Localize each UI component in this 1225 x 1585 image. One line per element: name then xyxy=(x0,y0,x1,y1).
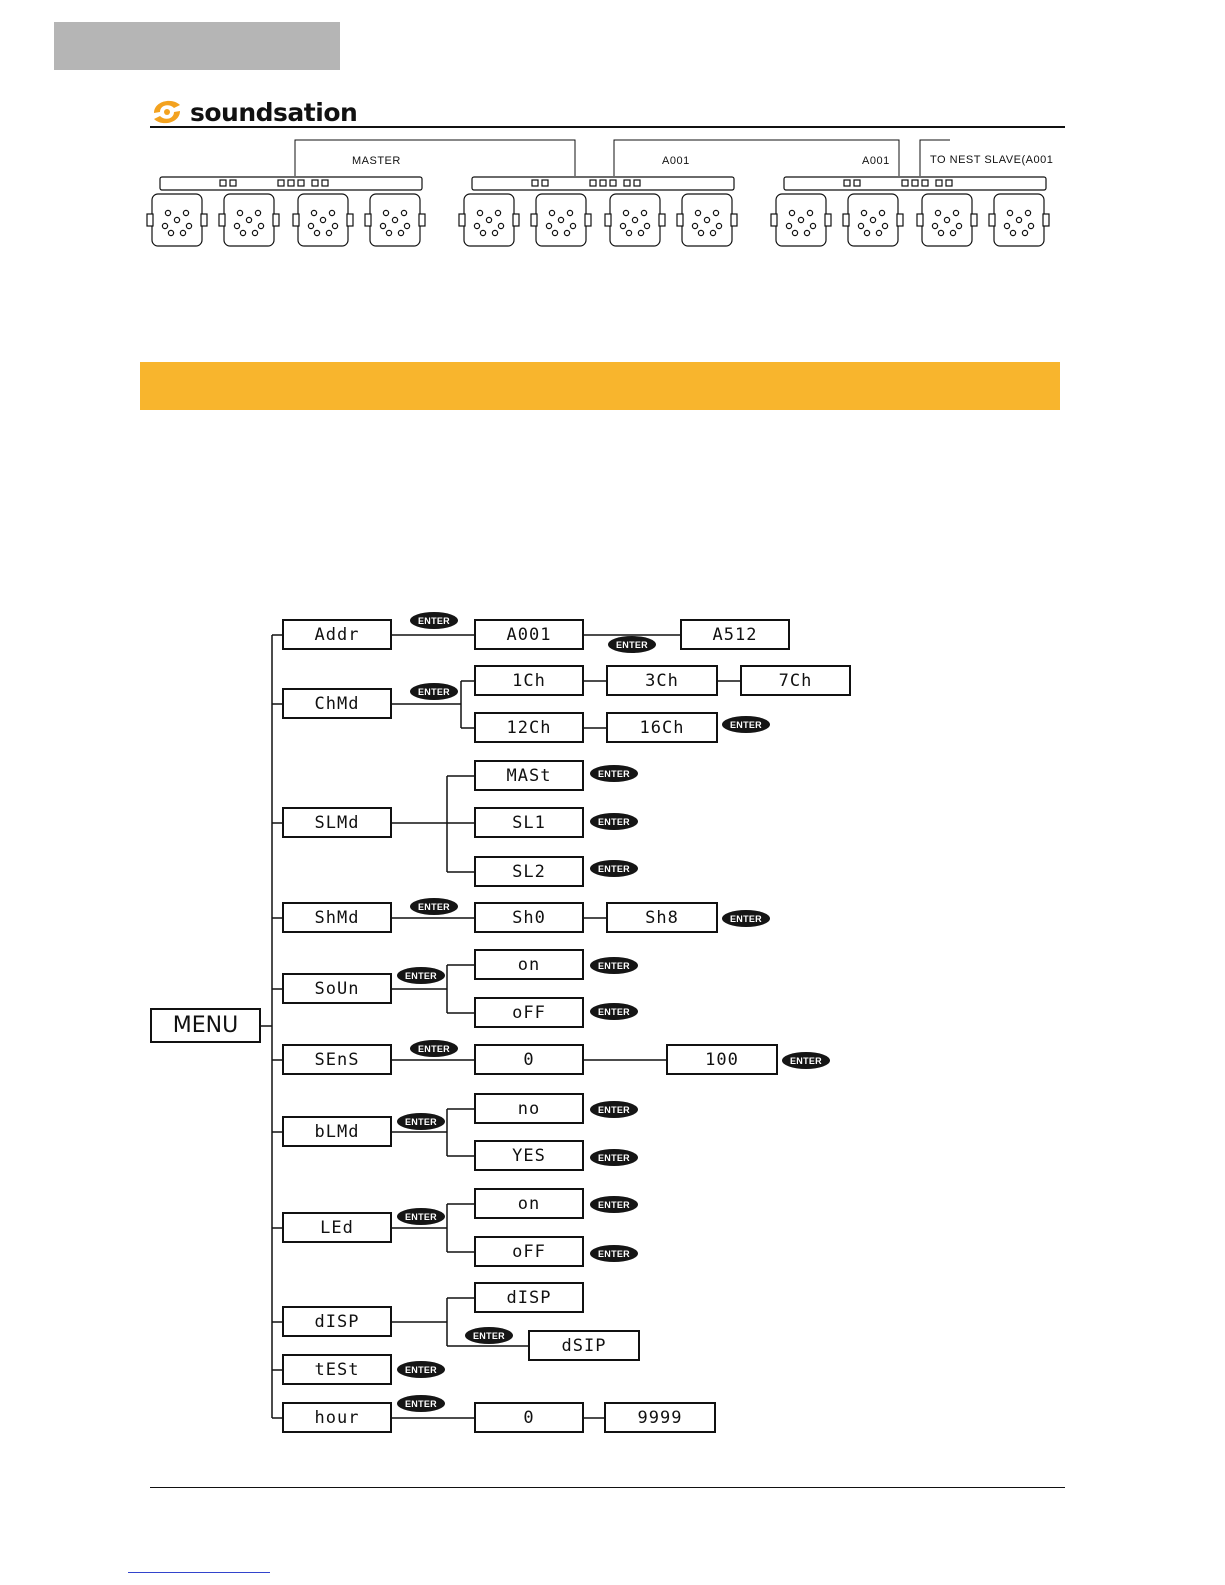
enter-badge: ENTER xyxy=(722,910,770,927)
option-chmd-7ch: 7Ch xyxy=(740,665,851,696)
option-sens-min: 0 xyxy=(474,1044,584,1075)
header-rule xyxy=(150,126,1065,128)
option-slmd-sl1: SL1 xyxy=(474,807,584,838)
dmx-wiring-diagram xyxy=(146,139,1050,247)
enter-badge: ENTER xyxy=(410,898,458,915)
option-led-on: on xyxy=(474,1188,584,1219)
section-bar xyxy=(140,362,1060,410)
menu-shmd: ShMd xyxy=(282,902,392,933)
option-shmd-start: Sh0 xyxy=(474,902,584,933)
menu-slmd: SLMd xyxy=(282,807,392,838)
enter-badge: ENTER xyxy=(722,716,770,733)
brand-logo: soundsation xyxy=(148,92,358,132)
slave1-label: A001 xyxy=(662,155,690,167)
option-disp-flipped: dSIP xyxy=(528,1330,640,1361)
enter-badge: ENTER xyxy=(590,765,638,782)
option-chmd-1ch: 1Ch xyxy=(474,665,584,696)
enter-badge: ENTER xyxy=(590,1149,638,1166)
option-sens-max: 100 xyxy=(666,1044,778,1075)
option-slmd-master: MASt xyxy=(474,760,584,791)
option-soun-on: on xyxy=(474,949,584,980)
menu-blmd: bLMd xyxy=(282,1116,392,1147)
option-blmd-yes: YES xyxy=(474,1140,584,1171)
option-hour-end: 9999 xyxy=(604,1402,716,1433)
option-blmd-no: no xyxy=(474,1093,584,1124)
option-soun-off: oFF xyxy=(474,997,584,1028)
enter-badge: ENTER xyxy=(410,683,458,700)
enter-badge: ENTER xyxy=(590,1196,638,1213)
menu-led: LEd xyxy=(282,1212,392,1243)
enter-badge: ENTER xyxy=(465,1327,513,1344)
enter-badge: ENTER xyxy=(590,1245,638,1262)
menu-soun: SoUn xyxy=(282,973,392,1004)
enter-badge: ENTER xyxy=(397,1395,445,1412)
menu-test: tESt xyxy=(282,1354,392,1385)
footer-rule xyxy=(150,1487,1065,1488)
menu-addr: Addr xyxy=(282,619,392,650)
option-shmd-end: Sh8 xyxy=(606,902,718,933)
master-label: MASTER xyxy=(352,155,401,167)
footer-link-underline xyxy=(128,1572,270,1573)
menu-root: MENU xyxy=(150,1008,261,1043)
enter-badge: ENTER xyxy=(397,967,445,984)
slave2-label: A001 xyxy=(862,155,890,167)
enter-badge: ENTER xyxy=(590,860,638,877)
option-chmd-16ch: 16Ch xyxy=(606,712,718,743)
enter-badge: ENTER xyxy=(590,813,638,830)
option-chmd-12ch: 12Ch xyxy=(474,712,584,743)
menu-disp: dISP xyxy=(282,1306,392,1337)
header-tab xyxy=(54,22,340,70)
enter-badge: ENTER xyxy=(590,957,638,974)
menu-chmd: ChMd xyxy=(282,688,392,719)
option-addr-end: A512 xyxy=(680,619,790,650)
option-disp-normal: dISP xyxy=(474,1282,584,1313)
option-hour-start: 0 xyxy=(474,1402,584,1433)
menu-sens: SEnS xyxy=(282,1044,392,1075)
brand-name: soundsation xyxy=(190,97,358,127)
option-slmd-sl2: SL2 xyxy=(474,856,584,887)
option-chmd-3ch: 3Ch xyxy=(606,665,718,696)
enter-badge: ENTER xyxy=(397,1361,445,1378)
menu-hour: hour xyxy=(282,1402,392,1433)
enter-badge: ENTER xyxy=(590,1003,638,1020)
enter-badge: ENTER xyxy=(782,1052,830,1069)
enter-badge: ENTER xyxy=(397,1208,445,1225)
next-slave-label: TO NEST SLAVE(A001 xyxy=(930,154,1054,166)
enter-badge: ENTER xyxy=(608,636,656,653)
option-addr-start: A001 xyxy=(474,619,584,650)
enter-badge: ENTER xyxy=(410,1040,458,1057)
brand-swirl-icon xyxy=(154,100,180,124)
option-led-off: oFF xyxy=(474,1236,584,1267)
enter-badge: ENTER xyxy=(590,1101,638,1118)
enter-badge: ENTER xyxy=(397,1113,445,1130)
enter-badge: ENTER xyxy=(410,612,458,629)
